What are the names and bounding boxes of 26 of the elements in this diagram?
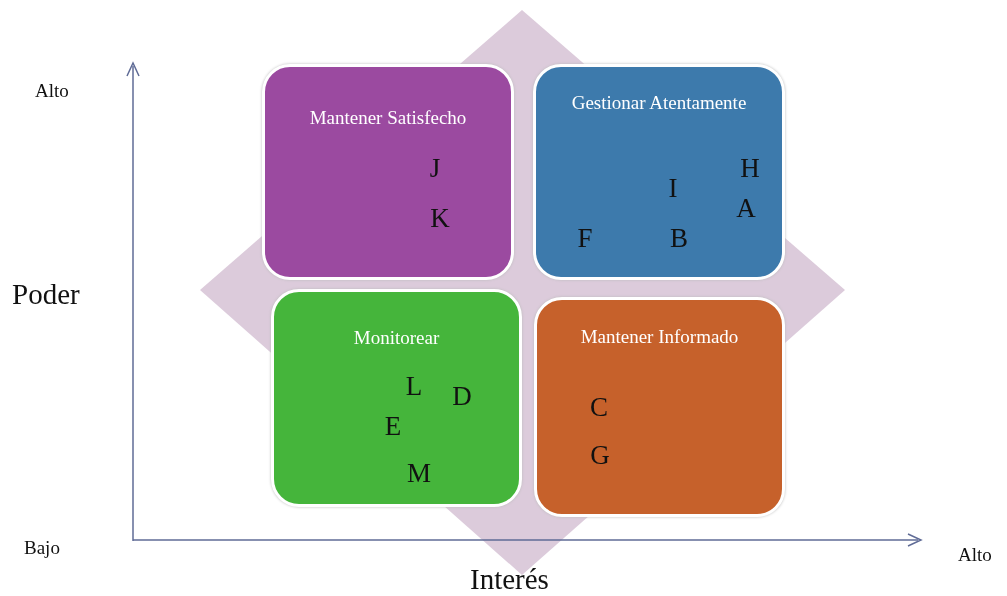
stakeholder-letter: C	[590, 393, 608, 421]
stakeholder-letter: J	[429, 154, 441, 182]
axis-label: Poder	[12, 278, 80, 311]
axis-label: Interés	[470, 563, 549, 596]
stakeholder-letter: F	[577, 224, 593, 252]
stakeholder-letter: H	[740, 154, 760, 182]
stakeholder-letter: G	[590, 441, 610, 469]
quadrant-title: Gestionar Atentamente	[570, 92, 748, 113]
axis-label: Alto	[35, 80, 69, 102]
stakeholder-letter: K	[430, 204, 450, 232]
stakeholder-letter: I	[668, 174, 678, 202]
quadrant-title: Mantener Satisfecho	[308, 107, 468, 128]
axis-label: Alto	[958, 544, 992, 566]
quadrant-box	[534, 297, 785, 517]
axis-label: Bajo	[24, 537, 60, 559]
quadrant-title: Monitorear	[352, 327, 441, 348]
stakeholder-letter: M	[407, 459, 431, 487]
quadrant-box	[271, 289, 522, 507]
stakeholder-letter: E	[384, 412, 402, 440]
quadrant-box	[533, 64, 785, 280]
stakeholder-letter: L	[405, 372, 423, 400]
quadrant-title: Mantener Informado	[579, 326, 740, 347]
quadrant-box	[262, 64, 514, 280]
stakeholder-letter: D	[452, 382, 472, 410]
stakeholder-letter: A	[736, 194, 756, 222]
stakeholder-letter: B	[670, 224, 688, 252]
